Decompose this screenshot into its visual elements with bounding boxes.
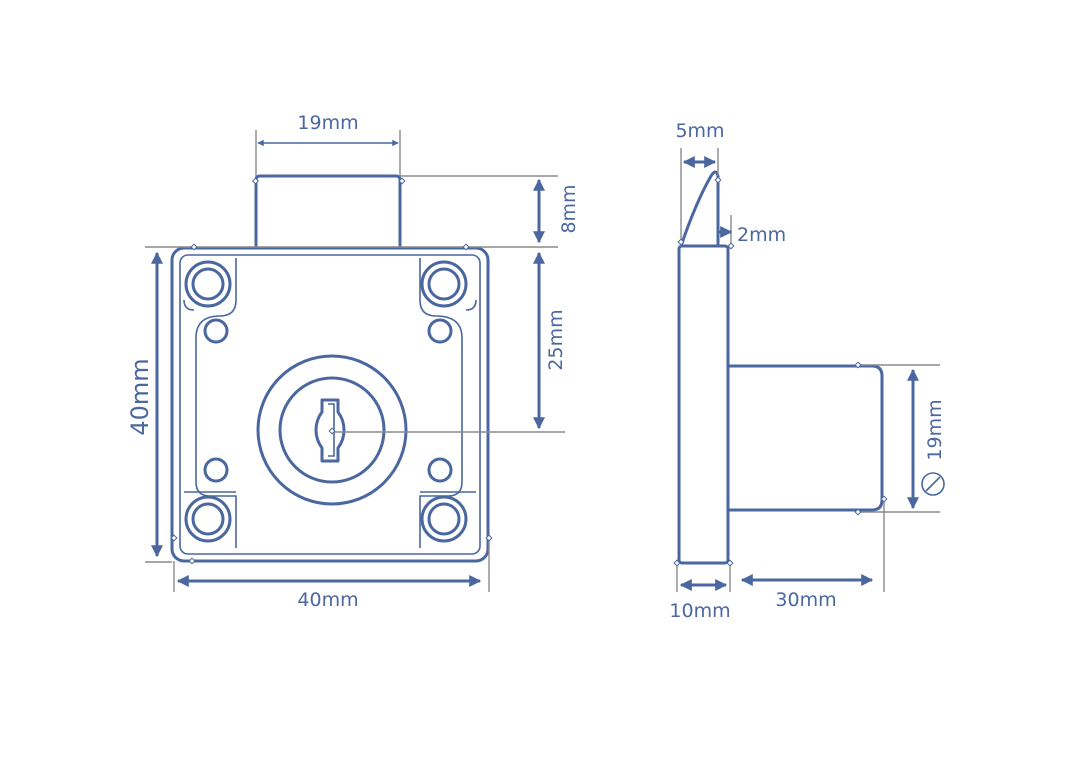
dim-label-key-offset: 25mm [545,309,567,370]
dim-label-plate-thickness: 10mm [669,600,730,622]
dimension-top-height: 8mm [533,178,580,244]
cylinder-inner-ring [278,376,386,484]
dim-label-cylinder-length: 30mm [775,589,836,611]
front-plate-inner [179,254,481,555]
dimension-height: 40mm [126,251,163,558]
dim-label-tongue-width: 5mm [675,120,724,142]
cylinder-outer-ring [256,354,408,506]
side-extension-lines [676,148,940,592]
dimension-width: 40mm [176,575,482,611]
dim-label-top-height: 8mm [558,184,580,233]
dim-label-cylinder-diameter: 19mm [924,399,946,460]
dimension-plate-thickness: 10mm [669,579,731,622]
screw-hole-bottom-left [184,495,232,543]
screw-hole-top-right [420,260,468,308]
dim-label-height: 40mm [126,358,154,435]
front-view [170,174,490,563]
node-markers [170,176,888,567]
front-plate-outer [170,246,490,563]
screw-hole-bottom-right [420,495,468,543]
front-bolt-outline [254,174,402,250]
side-plate [677,244,730,565]
dimension-tongue-gap: 2mm [718,224,786,246]
front-inner-corner-lines [183,299,477,493]
side-tongue-outline [679,170,720,248]
dimension-key-offset: 25mm [533,251,567,430]
dim-label-tongue-gap: 2mm [737,224,786,246]
small-hole-top-left [203,318,229,344]
screw-hole-top-left [184,260,232,308]
dimension-top-width: 19mm [257,112,399,147]
side-view [677,170,884,565]
dim-label-top-width: 19mm [297,112,358,134]
dim-label-width: 40mm [297,589,358,611]
small-hole-bottom-left [203,457,229,483]
dimension-tongue-width: 5mm [675,120,725,168]
small-hole-bottom-right [427,457,453,483]
front-extension-lines [145,130,565,592]
front-recess-outline [195,258,463,548]
dimension-cylinder-length: 30mm [740,574,874,611]
keyhole-icon [314,398,346,463]
dimension-cylinder-diameter: 19mm [907,368,946,510]
small-hole-top-right [427,318,453,344]
side-cylinder [726,364,884,512]
diameter-symbol-icon [921,472,945,496]
